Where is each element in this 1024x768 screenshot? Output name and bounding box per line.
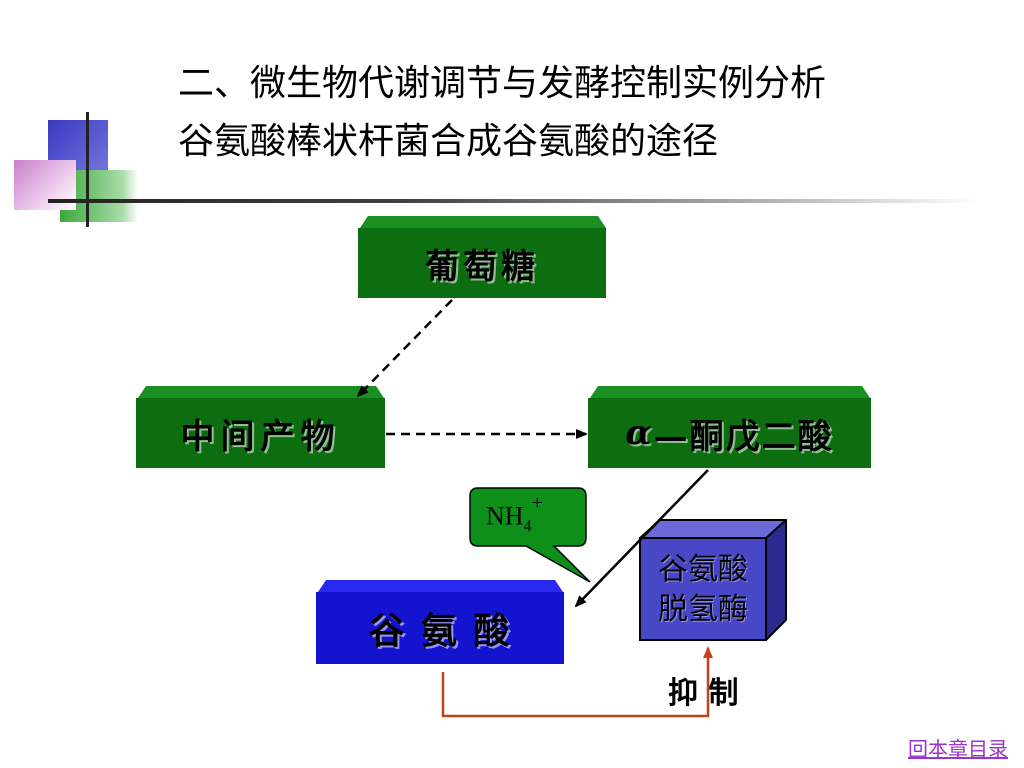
intermediate-label: 中间产物 [180,416,341,457]
enzyme-label-line2: 脱氢酶 [658,592,748,627]
glucose-box [358,216,606,298]
nh4-subscript: 4 [523,517,532,535]
enzyme-box [639,519,787,641]
corner-decoration [0,100,150,230]
glutamate-label: 谷 氨 酸 [368,610,512,652]
nh4-label: NH4 + [486,492,543,536]
alpha-ketoglutarate-box [588,386,871,468]
nh4-base: NH [486,501,524,531]
nh4-callout [469,487,591,583]
back-to-chapter-link[interactable]: 回本章目录 [908,737,1008,761]
glutamate-box [316,580,564,664]
title-rule [48,199,978,203]
intermediate-box [136,386,385,468]
arrow-glucose-to-intermediate [356,299,453,398]
nh4-superscript: + [531,492,543,514]
alpha-symbol: α [625,413,654,453]
enzyme-label: 谷氨酸 脱氢酶 [640,546,766,634]
inhibition-label: 抑 制 [668,676,739,711]
page-title: 二、微生物代谢调节与发酵控制实例分析 [178,63,827,104]
alpha-ketoglutarate-text: —酮戊二酸 [653,416,834,457]
inhibition-arrow [441,646,713,718]
arrow-alpha-to-glutamate [574,469,709,608]
vertical-rule [86,112,89,227]
enzyme-label-line1: 谷氨酸 [658,552,748,587]
alpha-ketoglutarate-label: α—酮戊二酸 [588,398,871,468]
glucose-label: 葡萄糖 [425,246,539,287]
page-subtitle: 谷氨酸棒状杆菌合成谷氨酸的途径 [178,121,719,162]
